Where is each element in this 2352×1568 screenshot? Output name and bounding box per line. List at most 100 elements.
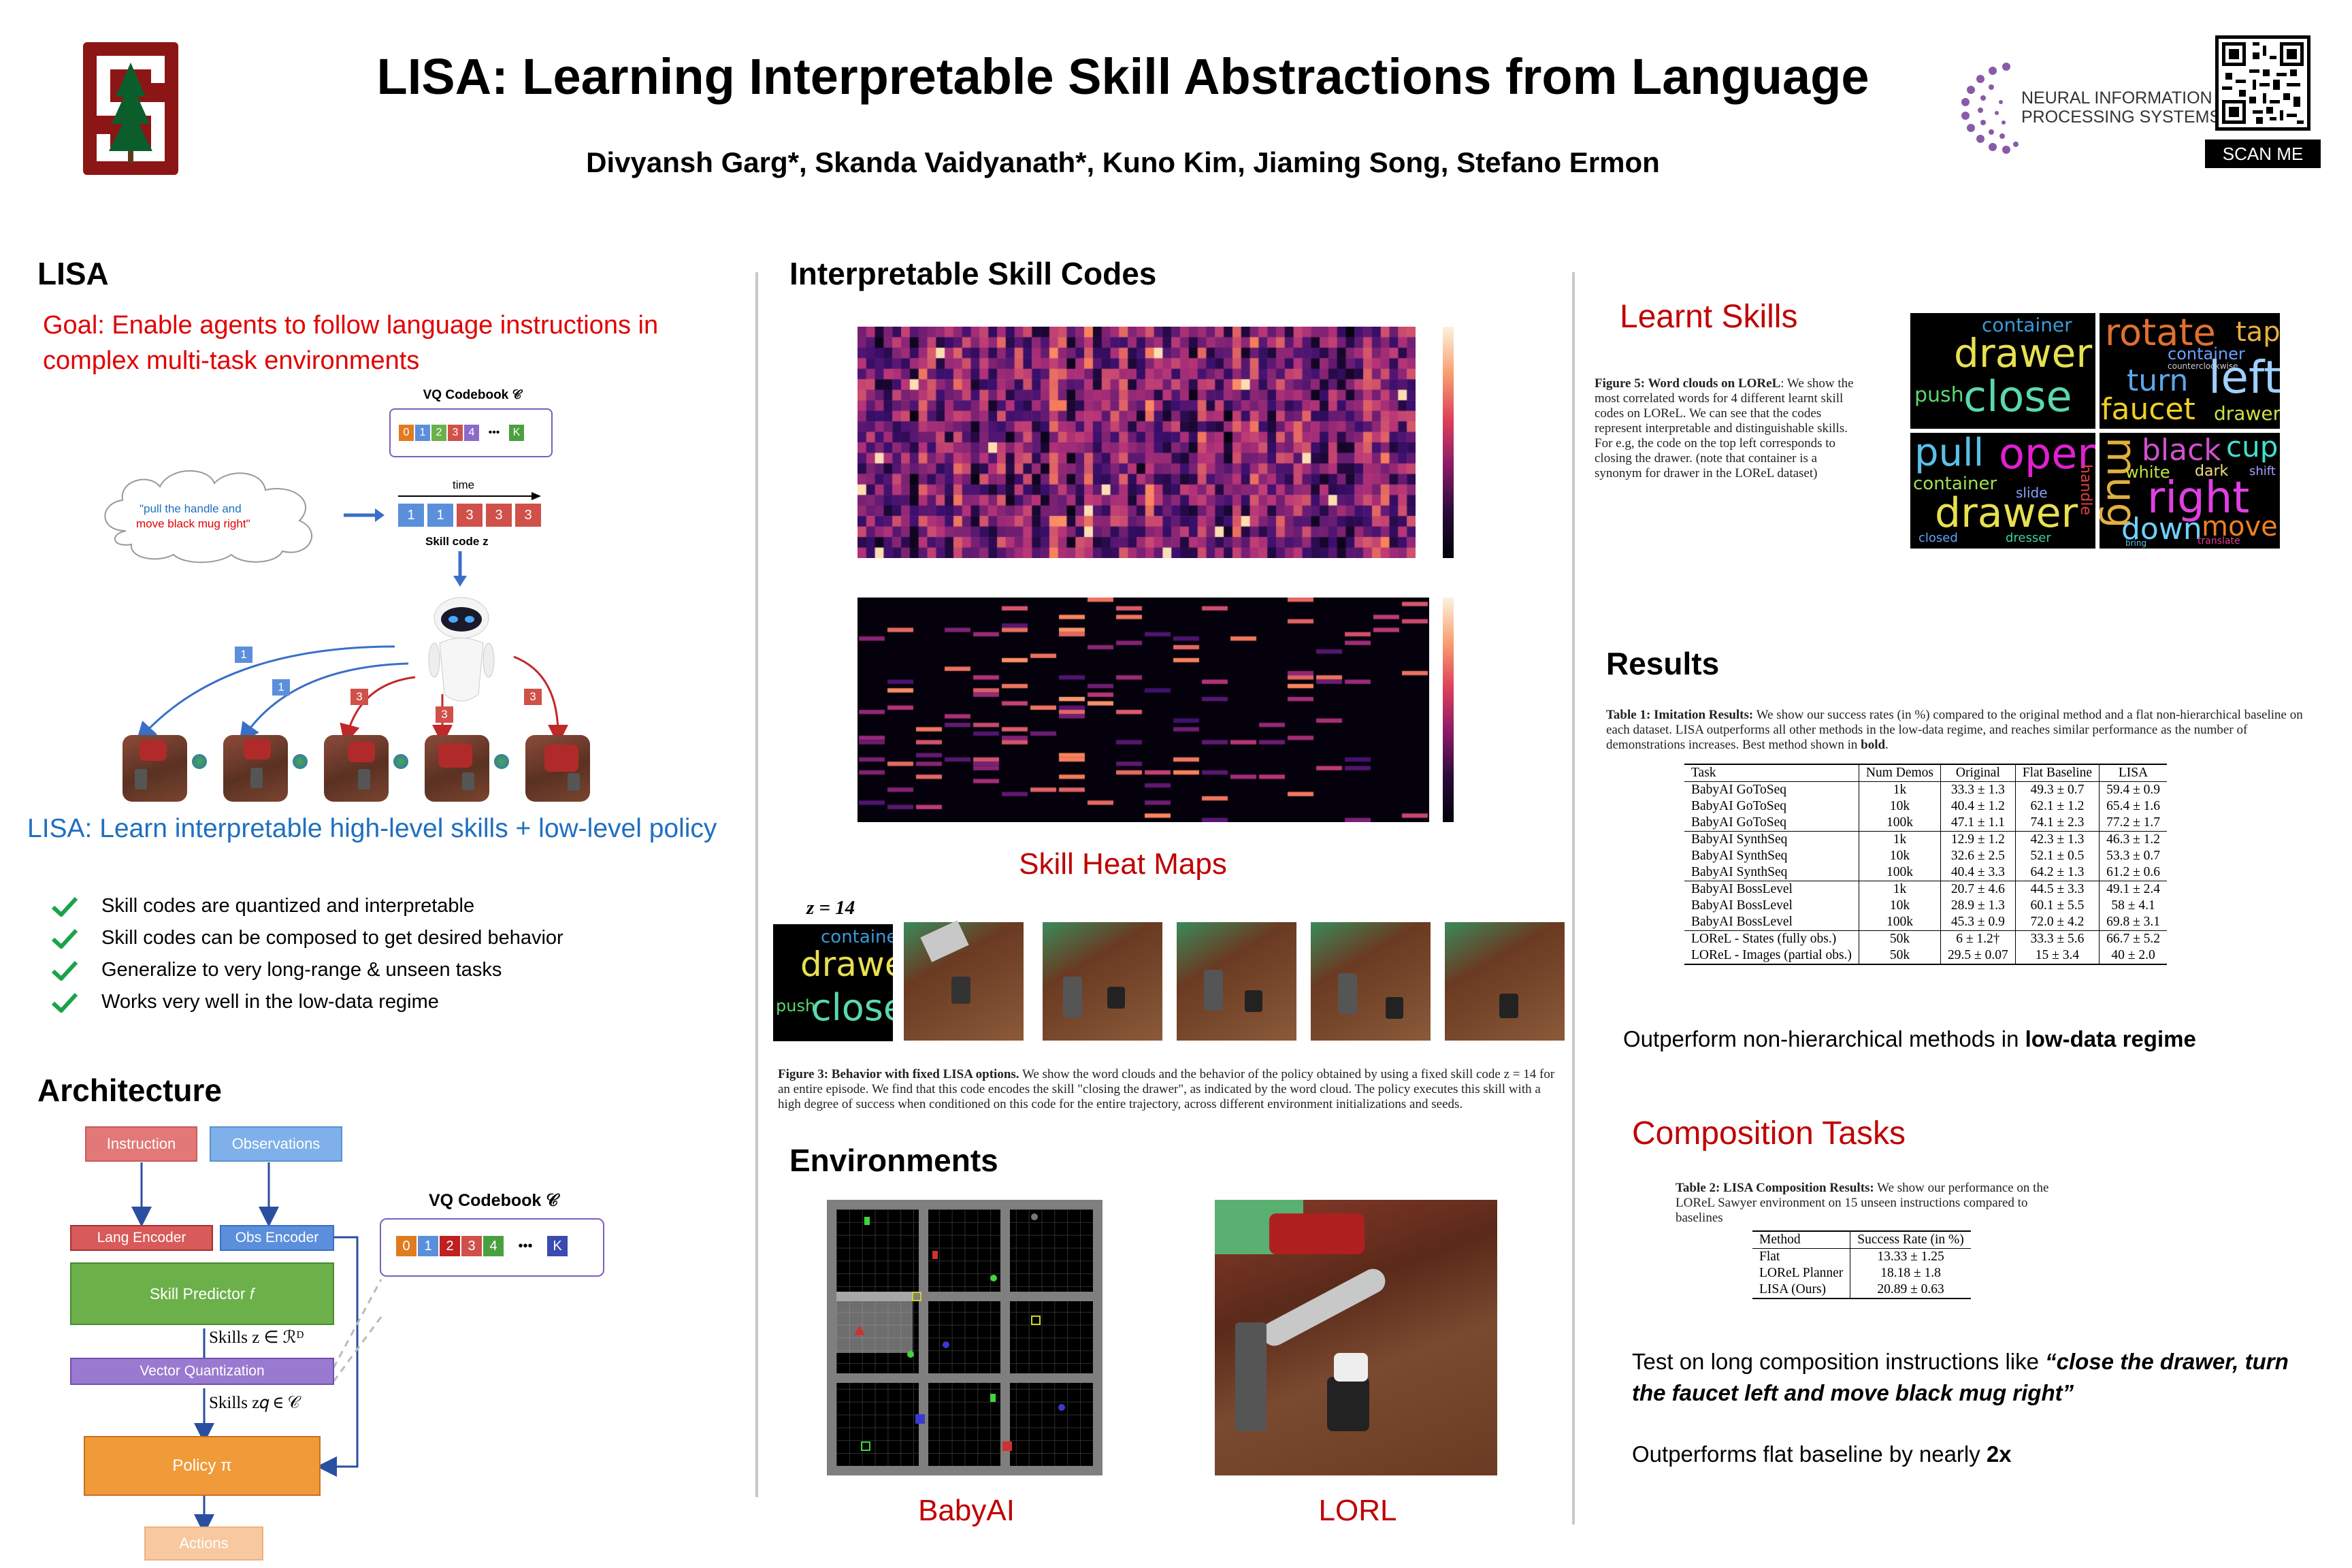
composition-outperform-bold: 2x — [1986, 1441, 2012, 1467]
codebook-dots: ••• — [518, 1239, 533, 1254]
table-cell: 10k — [1858, 798, 1941, 815]
codebook-cell: 3 — [461, 1236, 482, 1256]
table-cell: 74.1 ± 2.3 — [2014, 815, 2100, 832]
table-cell: 40 ± 2.0 — [2099, 947, 2168, 965]
robot-frame — [223, 735, 288, 802]
word: white — [2125, 463, 2170, 482]
word: rotate — [2105, 313, 2216, 354]
globe-icon — [393, 754, 408, 769]
obs-encoder-box: Obs Encoder — [220, 1225, 334, 1251]
column-divider-2 — [1572, 272, 1575, 1524]
lisa-heading: LISA — [37, 256, 109, 291]
instruction-cloud: "pull the handle and move black mug righ… — [92, 463, 333, 565]
check-icon — [51, 960, 78, 981]
lorl-label: LORL — [1318, 1494, 1397, 1527]
table2-caption: Table 2: LISA Composition Results: We sh… — [1676, 1181, 2053, 1226]
table-cell: 59.4 ± 0.9 — [2099, 781, 2168, 798]
skill-code-cell: 3 — [515, 504, 541, 527]
table-cell: 1k — [1858, 881, 1941, 898]
wordcloud-3: pull open container drawer slide closed … — [1910, 433, 2095, 549]
vq-codebook-arch-label: VQ Codebook 𝒞 — [429, 1191, 559, 1210]
vector-quantization-box: Vector Quantization — [70, 1358, 334, 1385]
author-list: Divyansh Garg*, Skanda Vaidyanath*, Kuno… — [586, 146, 1660, 178]
qr-code[interactable] — [2215, 35, 2310, 131]
figure5-caption-text: : We show the most correlated words for … — [1595, 376, 1854, 480]
figure5-caption-bold: Figure 5: Word clouds on LOReL — [1595, 376, 1781, 391]
table-cell: 69.8 ± 3.1 — [2099, 914, 2168, 931]
actions-box: Actions — [144, 1526, 263, 1561]
arrow-badge: 1 — [272, 679, 290, 696]
codebook-cell: 0 — [399, 425, 414, 441]
table-cell: 42.3 ± 1.3 — [2014, 831, 2100, 848]
check-item: Generalize to very long-range & unseen t… — [51, 959, 664, 981]
skill-code-cell: 1 — [398, 504, 424, 527]
lang-encoder-box: Lang Encoder — [70, 1225, 213, 1251]
table-cell: BabyAI GoToSeq — [1684, 781, 1859, 798]
codebook-cell: 4 — [483, 1236, 504, 1256]
environments-heading: Environments — [789, 1143, 998, 1178]
skill-predictor-box: Skill Predictor 𝑓 — [70, 1262, 334, 1325]
instruction-text-2: move black mug right" — [136, 517, 250, 530]
column-header: Method — [1752, 1230, 1850, 1249]
check-item: Works very well in the low-data regime — [51, 991, 664, 1013]
heatmap-top — [830, 320, 1470, 565]
word: black — [2142, 433, 2221, 468]
codebook-cell: 4 — [464, 425, 479, 441]
table-cell: 77.2 ± 1.7 — [2099, 815, 2168, 832]
column-header: Original — [1940, 764, 2016, 782]
results-summary-bold: low-data regime — [2025, 1026, 2196, 1051]
word: move — [2202, 511, 2278, 542]
stanford-logo — [83, 42, 178, 175]
column-header: LISA — [2099, 764, 2168, 782]
word: left — [2208, 351, 2280, 404]
codebook-cell: 1 — [418, 1236, 438, 1256]
codebook-dots: ••• — [488, 427, 500, 438]
behavior-frames — [904, 920, 1565, 1045]
behavior-frame — [904, 920, 1024, 1041]
word: bring — [2125, 538, 2147, 548]
word: counterclockwise — [2168, 361, 2238, 371]
word: push — [1914, 383, 1964, 407]
word: open — [1999, 433, 2095, 478]
table-cell: 58 ± 4.1 — [2099, 898, 2168, 914]
skill-codes-heading: Interpretable Skill Codes — [789, 256, 1157, 291]
table-cell: 100k — [1858, 864, 1941, 881]
composition-heading: Composition Tasks — [1632, 1115, 1906, 1152]
table-cell: BabyAI SynthSeq — [1691, 865, 1788, 879]
composition-outperform-prefix: Outperforms flat baseline by nearly — [1632, 1441, 1987, 1467]
word: turn — [2127, 363, 2189, 398]
time-arrow — [398, 491, 541, 504]
table-cell: 61.2 ± 0.6 — [2099, 864, 2168, 881]
word: closed — [1918, 531, 1958, 545]
check-icon — [51, 928, 78, 949]
table-cell: 1k — [1858, 831, 1941, 848]
table-cell: 45.3 ± 0.9 — [1940, 914, 2016, 931]
table-cell: 49.3 ± 0.7 — [2014, 781, 2100, 798]
word: drawer — [1954, 330, 2093, 376]
time-label: time — [453, 478, 475, 491]
codebook-cell: K — [547, 1236, 568, 1256]
heatmap-canvas — [858, 598, 1429, 822]
word: drawer — [1935, 489, 2078, 537]
scan-me-label: SCAN ME — [2205, 140, 2321, 168]
table-cell: 50k — [1858, 947, 1941, 965]
arrow-badge: 3 — [436, 706, 453, 723]
word: cup — [2226, 433, 2278, 463]
table-cell: BabyAI BossLevel — [1691, 915, 1793, 929]
word: container — [2168, 344, 2245, 363]
heatmap-colorbar — [1443, 327, 1454, 558]
word: container — [821, 927, 893, 947]
table-cell: 46.3 ± 1.2 — [2099, 831, 2168, 848]
table1-caption-text: We show our success rates (in %) compare… — [1606, 708, 2303, 752]
neurips-text-2: PROCESSING SYSTEMS — [2021, 108, 2221, 127]
babyai-grid — [827, 1200, 1102, 1475]
